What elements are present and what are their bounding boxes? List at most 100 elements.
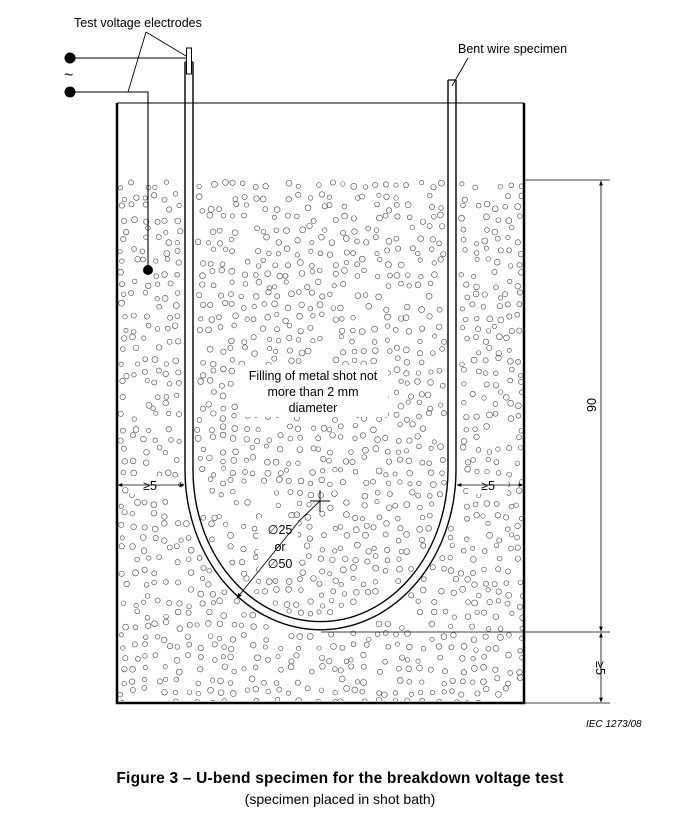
shot-pellet: [354, 292, 362, 299]
shot-pellet: [365, 548, 372, 555]
shot-pellet: [142, 665, 148, 670]
shot-pellet: [352, 422, 358, 428]
shot-pellet: [306, 633, 314, 640]
shot-pellet: [331, 283, 337, 289]
shot-pellet: [310, 313, 316, 319]
shot-pellet: [492, 666, 499, 673]
shot-pellet: [196, 193, 203, 200]
figure-subtitle: (specimen placed in shot bath): [245, 791, 436, 807]
shot-pellet: [495, 235, 501, 242]
metal-shot-filling: [117, 179, 524, 701]
shot-pellet: [495, 350, 502, 357]
shot-pellet: [392, 690, 398, 696]
filling-label-line1: Filling of metal shot not: [249, 369, 378, 383]
shot-pellet: [476, 350, 482, 356]
shot-pellet: [516, 301, 523, 308]
shot-pellet: [284, 467, 289, 473]
shot-pellet: [233, 500, 239, 506]
shot-pellet: [250, 334, 257, 341]
shot-pellet: [194, 434, 202, 442]
shot-pellet: [139, 248, 146, 255]
shot-pellet: [288, 511, 295, 519]
shot-pellet: [321, 532, 327, 538]
shot-pellet: [474, 469, 480, 474]
shot-pellet: [274, 312, 280, 317]
shot-pellet: [166, 381, 173, 387]
shot-pellet: [361, 492, 369, 500]
shot-pellet: [166, 339, 173, 345]
shot-pellet: [386, 480, 392, 486]
shot-pellet: [481, 291, 488, 298]
shot-pellet: [354, 261, 360, 268]
shot-pellet: [469, 391, 476, 397]
shot-pellet: [253, 195, 260, 202]
shot-pellet: [360, 348, 367, 354]
shot-pellet: [161, 520, 168, 527]
shot-pellet: [167, 280, 174, 287]
shot-pellet: [117, 269, 124, 276]
shot-pellet: [485, 520, 491, 527]
shot-pellet: [299, 559, 306, 566]
shot-pellet: [131, 416, 137, 422]
shot-pellet: [394, 213, 401, 220]
shot-pellet: [429, 236, 436, 243]
shot-pellet: [176, 625, 183, 632]
shot-pellet: [439, 555, 446, 561]
shot-pellet: [119, 377, 126, 385]
shot-pellet: [295, 191, 302, 198]
shot-pellet: [288, 357, 295, 364]
shot-pellet: [328, 631, 334, 638]
shot-pellet: [162, 370, 169, 377]
shot-pellet: [492, 613, 500, 620]
shot-pellet: [219, 261, 226, 268]
shot-pellet: [418, 274, 424, 280]
shot-pellet: [167, 314, 173, 321]
shot-pellet: [253, 664, 259, 670]
shot-pellet: [343, 511, 350, 518]
specimen-leader: [451, 57, 469, 87]
shot-pellet: [120, 469, 127, 476]
shot-pellet: [363, 184, 369, 190]
shot-pellet: [319, 592, 324, 598]
shot-pellet: [480, 664, 487, 671]
shot-pellet: [121, 445, 127, 452]
shot-pellet: [461, 196, 468, 203]
shot-pellet: [155, 234, 162, 241]
shot-pellet: [298, 270, 306, 277]
shot-pellet: [355, 679, 360, 685]
shot-pellet: [354, 541, 361, 549]
shot-pellet: [163, 361, 169, 367]
shot-pellet: [418, 359, 425, 366]
shot-pellet: [251, 304, 257, 310]
shot-pellet: [417, 235, 424, 242]
shot-pellet: [233, 598, 240, 605]
shot-pellet: [349, 338, 355, 345]
shot-pellet: [442, 668, 448, 675]
shot-pellet: [123, 373, 130, 379]
shot-pellet: [231, 413, 237, 419]
shot-pellet: [209, 433, 217, 440]
shot-pellet: [284, 304, 292, 311]
shot-pellet: [340, 230, 346, 236]
shot-pellet: [426, 223, 433, 229]
shot-pellet: [196, 417, 203, 423]
shot-pellet: [120, 235, 127, 243]
shot-pellet: [494, 675, 501, 682]
shot-pellet: [261, 588, 269, 595]
shot-pellet: [249, 454, 257, 461]
shot-pellet: [471, 665, 478, 672]
shot-pellet: [241, 612, 247, 618]
shot-pellet: [194, 622, 200, 628]
shot-pellet: [518, 192, 524, 200]
shot-pellet: [276, 272, 283, 280]
shot-pellet: [514, 555, 521, 562]
shot-pellet: [397, 525, 404, 532]
shot-pellet: [272, 578, 279, 584]
shot-pellet: [470, 636, 478, 643]
shot-pellet: [514, 283, 521, 290]
shot-pellet: [438, 402, 444, 408]
shot-pellet: [384, 620, 391, 627]
shot-pellet: [350, 215, 357, 222]
shot-pellet: [437, 654, 443, 661]
shot-pellet: [131, 216, 138, 223]
